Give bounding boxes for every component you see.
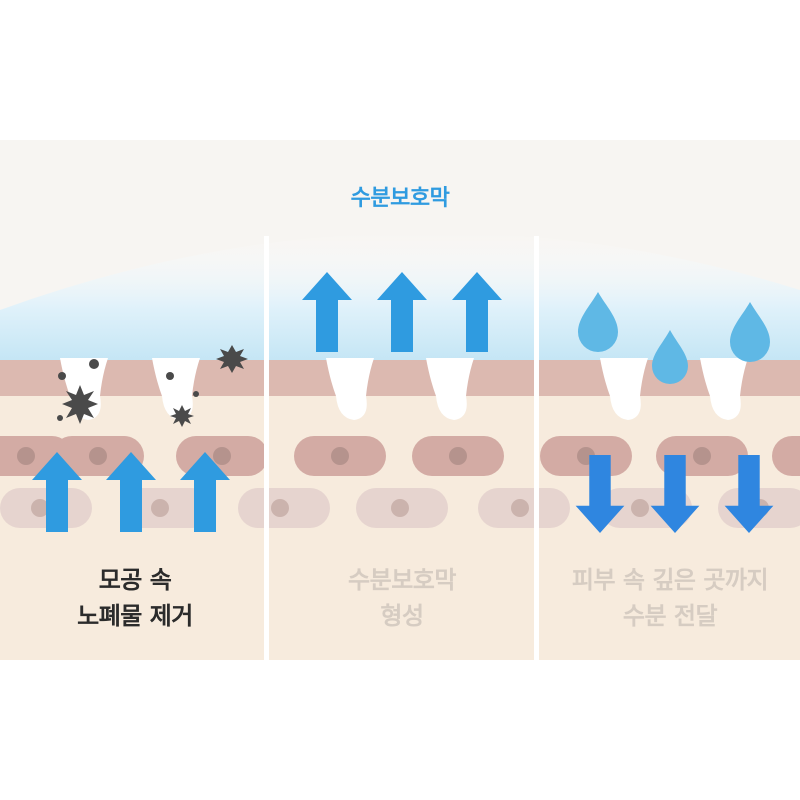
panel-divider	[264, 236, 269, 660]
water-drop-icon	[578, 292, 770, 384]
caption-line: 노폐물 제거	[77, 602, 193, 630]
caption-panel-3: 피부 속 깊은 곳까지 수분 전달	[540, 562, 800, 634]
impurity-particle-icon	[57, 345, 248, 427]
caption-panel-2: 수분보호막 형성	[272, 562, 532, 634]
caption-panel-1: 모공 속 노폐물 제거	[5, 562, 265, 634]
panel-divider	[534, 236, 539, 660]
caption-line: 수분보호막	[348, 566, 456, 594]
caption-line: 수분 전달	[622, 602, 718, 630]
down-arrow-icon	[575, 455, 774, 533]
moisture-film-label: 수분보호막	[350, 186, 450, 211]
caption-line: 피부 속 깊은 곳까지	[571, 566, 769, 594]
caption-line: 모공 속	[98, 566, 172, 594]
up-arrow-icon	[32, 452, 230, 532]
caption-line: 형성	[380, 602, 424, 630]
up-arrow-icon	[302, 272, 502, 352]
